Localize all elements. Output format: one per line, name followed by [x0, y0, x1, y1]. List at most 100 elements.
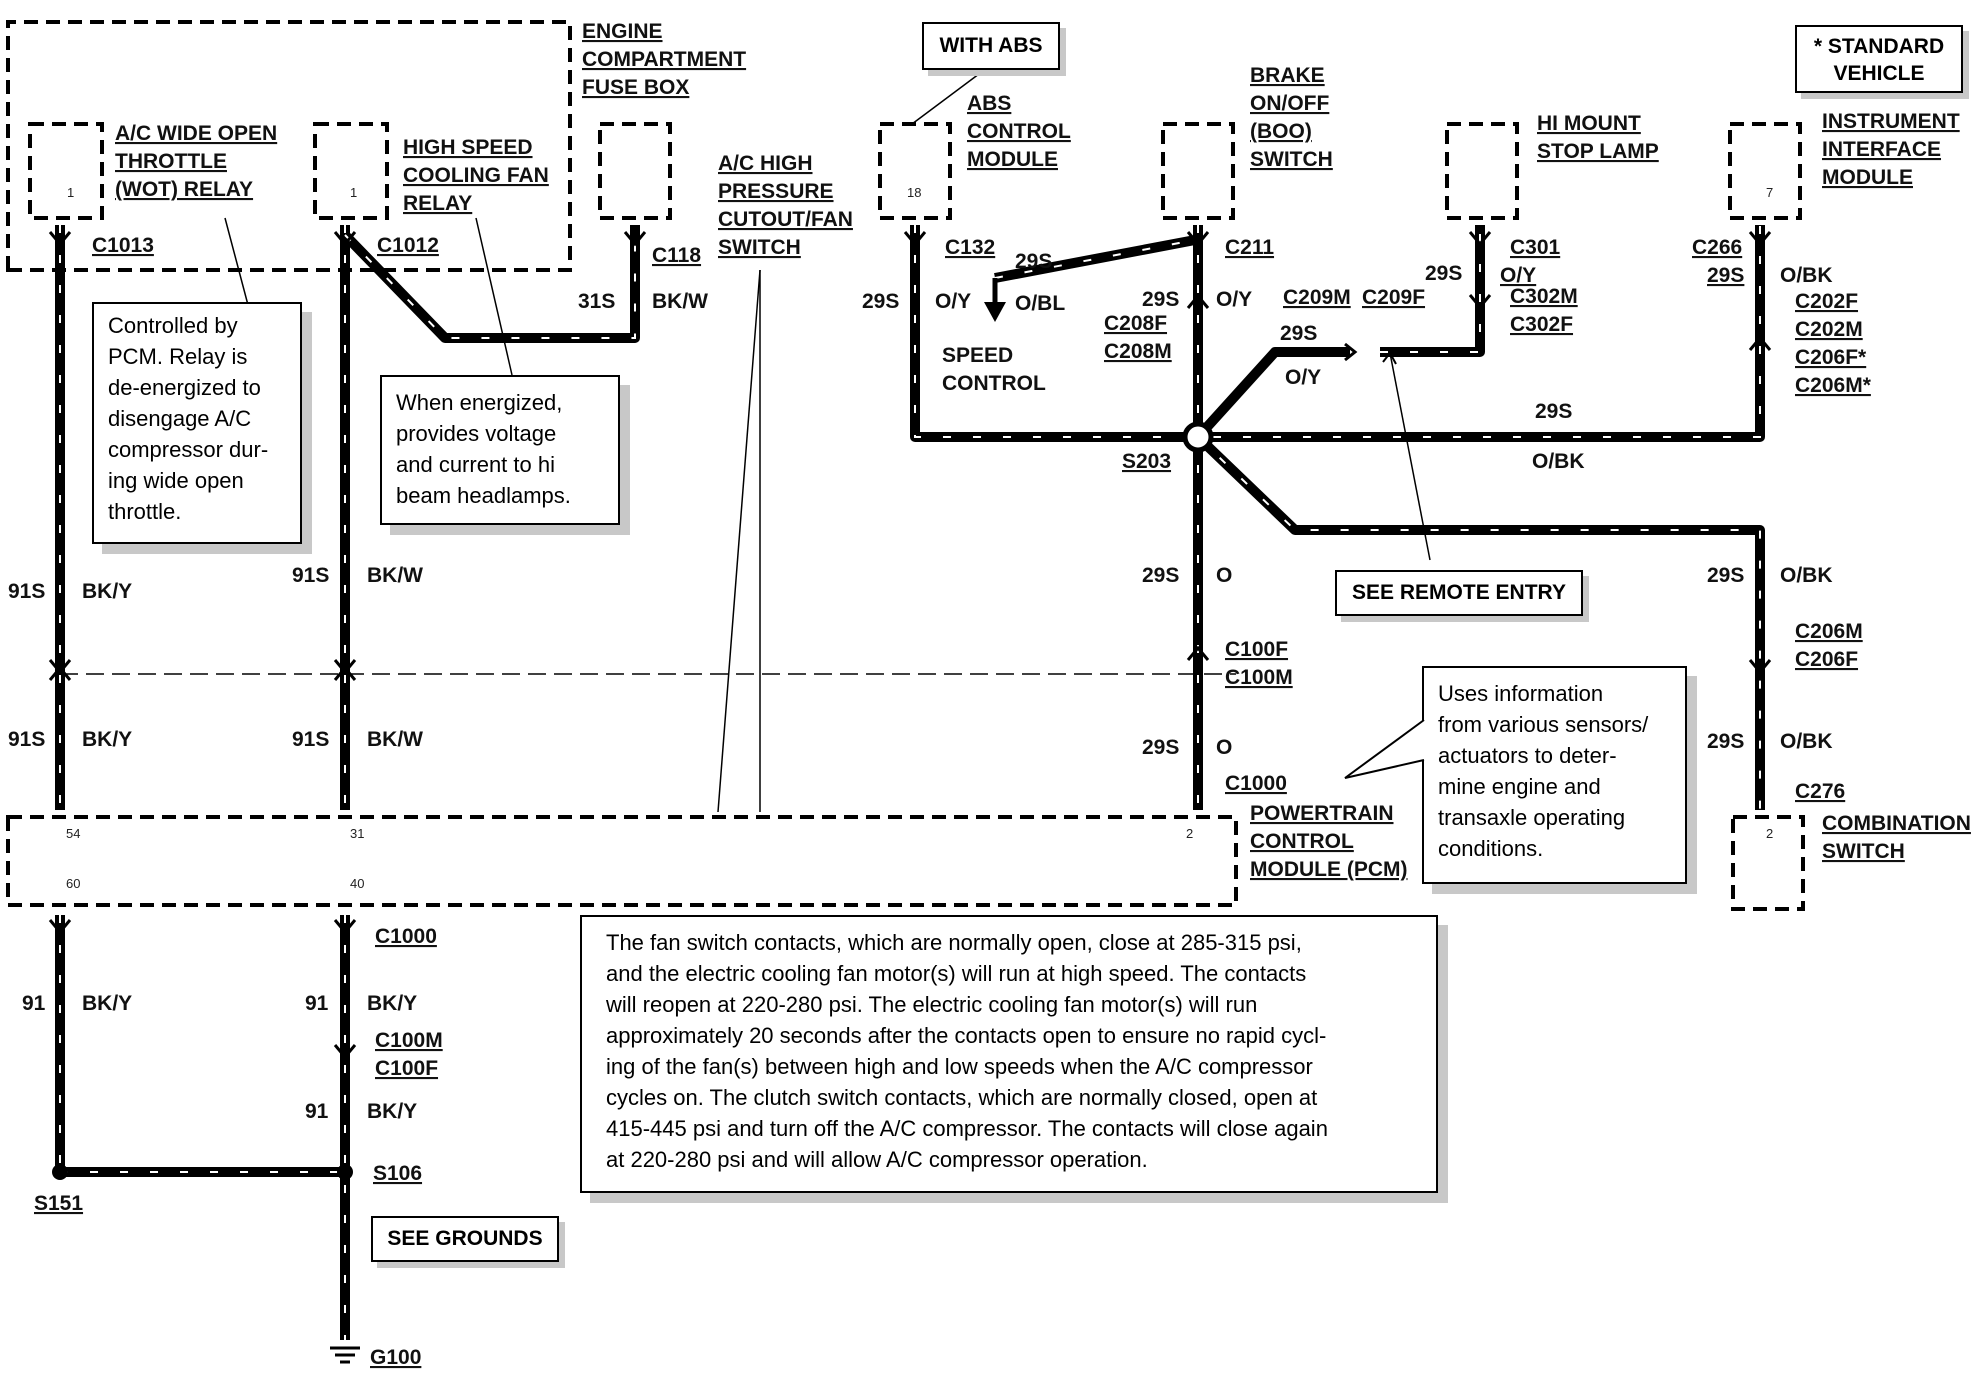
c1000-label: C1000	[1225, 772, 1287, 795]
gnd-bky-right-label: BK/Y	[367, 992, 417, 1015]
c301-label: C301	[1510, 236, 1561, 259]
fan-bkw-lower-label: BK/W	[367, 728, 423, 751]
fan-switch-line-4: approximately 20 seconds after the conta…	[606, 1023, 1327, 1048]
wot-relay-pin: 1	[67, 185, 74, 200]
stop-lamp-box	[1445, 122, 1519, 220]
c208m-label: C208M	[1104, 340, 1172, 363]
c302f-label: C302F	[1510, 313, 1573, 336]
boo-oy-label: O/Y	[1216, 288, 1252, 311]
wot-relay-box	[28, 122, 104, 220]
fan-bkw-upper-label: BK/W	[367, 564, 423, 587]
lamp-oy-label: O/Y	[1500, 264, 1536, 287]
see-grounds-tag[interactable]: SEE GROUNDS	[371, 1216, 559, 1262]
remote-29s-label: 29S	[1280, 322, 1317, 345]
wot-91s-lower-label: 91S	[8, 728, 45, 751]
s203-label: S203	[1122, 450, 1171, 473]
fan-switch-line-6: cycles on. The clutch switch contacts, w…	[606, 1085, 1318, 1110]
pcm-note-line-4: mine engine and	[1438, 774, 1601, 799]
inst-obk-label: O/BK	[1780, 264, 1833, 287]
see-remote-entry-tag[interactable]: SEE REMOTE ENTRY	[1335, 570, 1583, 616]
c206f-label: C206F	[1795, 648, 1858, 671]
c266-label: C266	[1692, 236, 1742, 259]
c100m-label: C100M	[1225, 666, 1293, 689]
pcm-note-line-5: transaxle operating	[1438, 805, 1626, 830]
pcm-29s-upper-label: 29S	[1142, 564, 1179, 587]
c206m-label: C206M	[1795, 620, 1863, 643]
cooling-fan-relay-box	[313, 122, 389, 220]
fan-91s-lower-label: 91S	[292, 728, 329, 751]
c206m-star-label: C206M*	[1795, 374, 1872, 397]
connector-chevrons	[48, 231, 1772, 1060]
fan-note-line-1: When energized,	[396, 390, 563, 415]
c208f-label: C208F	[1104, 312, 1167, 335]
c1000-bottom-label: C1000	[375, 925, 437, 948]
pcm-note-line-6: conditions.	[1438, 836, 1544, 861]
combination-switch-box	[1731, 815, 1805, 911]
fan-switch-line-1: The fan switch contacts, which are norma…	[606, 930, 1302, 955]
lamp-29s-label: 29S	[1425, 262, 1462, 285]
cooling-fan-relay-note: When energized, provides voltage and cur…	[380, 375, 620, 525]
wot-note-line-2: PCM. Relay is	[108, 344, 248, 369]
pcm-note-line-1: Uses information	[1438, 681, 1604, 706]
c100m-bottom-label: C100M	[375, 1029, 443, 1052]
fan-switch-line-2: and the electric cooling fan motor(s) wi…	[606, 961, 1307, 986]
c1012-label: C1012	[377, 234, 439, 257]
boo-switch-box	[1161, 122, 1235, 220]
wot-note-line-7: throttle.	[108, 499, 182, 524]
gnd-91-right-label: 91	[305, 992, 329, 1015]
comb-pin-2: 2	[1766, 826, 1773, 841]
abs-oy-label: O/Y	[935, 290, 971, 313]
c132-label: C132	[945, 236, 995, 259]
pcm-pin-31: 31	[350, 826, 364, 841]
w31s-label: 31S	[578, 290, 615, 313]
fan-note-line-2: provides voltage	[396, 421, 557, 446]
s106-label: S106	[373, 1162, 422, 1185]
gnd-91-left-label: 91	[22, 992, 46, 1015]
c209f-label: C209F	[1362, 286, 1425, 309]
leader-lines	[224, 61, 1431, 813]
instrument-module-box	[1728, 122, 1802, 220]
fan-note-line-3: and current to hi	[396, 452, 555, 477]
bus-29s-label: 29S	[1535, 400, 1572, 423]
comb-29s-upper-label: 29S	[1707, 564, 1744, 587]
c100f-bottom-label: C100F	[375, 1057, 438, 1080]
c118-label: C118	[652, 244, 701, 267]
pcm-o-lower-label: O	[1216, 736, 1232, 759]
wot-bky-lower-label: BK/Y	[82, 728, 132, 751]
pcm-pin-54: 54	[66, 826, 80, 841]
wot-note-line-1: Controlled by	[108, 313, 238, 338]
fan-switch-line-8: at 220-280 psi and will allow A/C compre…	[606, 1147, 1148, 1172]
c276-label: C276	[1795, 780, 1845, 803]
standard-vehicle-tag: * STANDARD VEHICLE	[1795, 25, 1963, 93]
comb-29s-lower-label: 29S	[1707, 730, 1744, 753]
gnd-bky-lower-label: BK/Y	[367, 1100, 417, 1123]
wot-relay-note: Controlled by PCM. Relay is de-energized…	[92, 302, 302, 544]
gnd-bky-left-label: BK/Y	[82, 992, 132, 1015]
bus-obk-label: O/BK	[1532, 450, 1585, 473]
comb-obk-lower-label: O/BK	[1780, 730, 1833, 753]
c202f-label: C202F	[1795, 290, 1858, 313]
wot-note-line-6: ing wide open	[108, 468, 244, 493]
speed-obl-label: O/BL	[1015, 292, 1065, 315]
s151-label: S151	[34, 1192, 83, 1215]
c206f-star-label: C206F*	[1795, 346, 1867, 369]
c209m-label: C209M	[1283, 286, 1351, 309]
wot-91s-upper-label: 91S	[8, 580, 45, 603]
boo-29s-label: 29S	[1142, 288, 1179, 311]
pcm-note-line-2: from various sensors/	[1438, 712, 1649, 737]
g100-label: G100	[370, 1346, 421, 1369]
instrument-pin: 7	[1766, 185, 1773, 200]
fan-switch-line-7: 415-445 psi and turn off the A/C compres…	[606, 1116, 1328, 1141]
pcm-note: Uses information from various sensors/ a…	[1422, 666, 1687, 884]
standard-vehicle-line-1: * STANDARD	[1813, 35, 1945, 58]
